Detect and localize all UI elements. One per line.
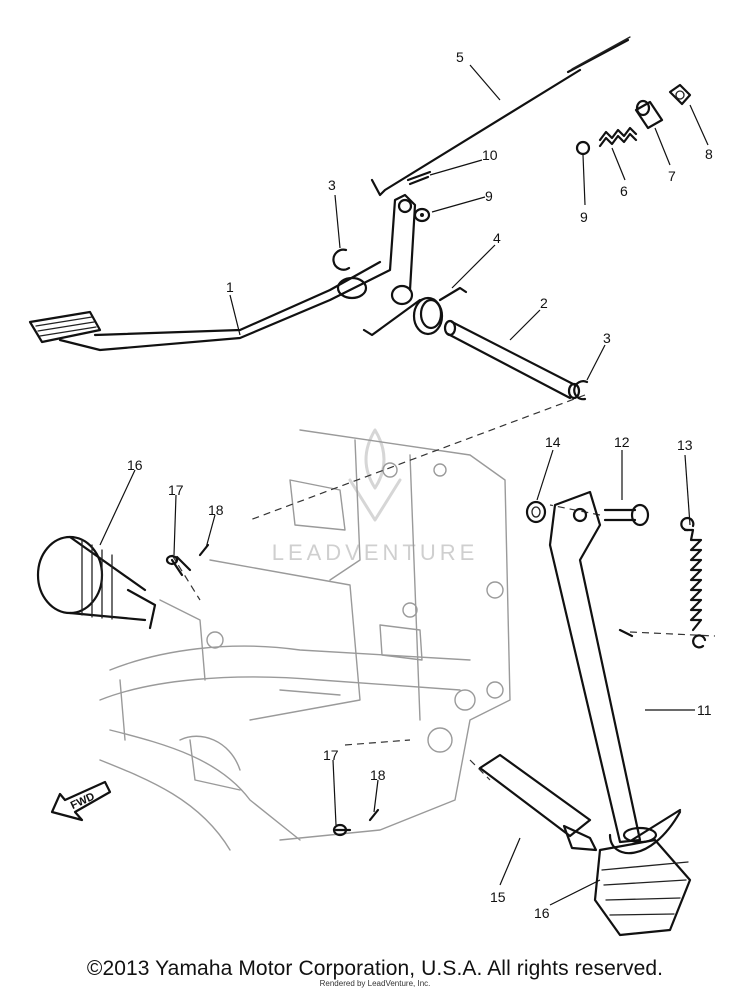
part-label-12: 12 [614,434,630,450]
assembly-lines [171,394,716,781]
part-label-18-left: 18 [208,502,224,518]
cotter-pin-rod [406,170,432,186]
part-label-17-left: 17 [168,482,184,498]
part-label-7: 7 [668,168,676,184]
forward-arrow: FWD [50,780,112,822]
circlip-upper [332,248,351,271]
leadventure-watermark: LEADVENTURE [272,428,479,565]
rod-spring [598,126,638,148]
stand-spring [680,516,707,649]
part-label-8: 8 [705,146,713,162]
footrest-rubber-right [593,838,692,937]
part-label-10: 10 [482,147,498,163]
stand-collar [525,500,547,524]
part-label-6: 6 [620,183,628,199]
part-labels: 1 2 3 3 4 5 6 7 8 9 9 10 11 12 13 14 15 … [127,49,713,921]
footrest-rubber-left [36,535,157,630]
clevis-pin-right [332,823,352,837]
part-label-16-right: 16 [534,905,550,921]
cotter-pin-right [368,808,380,822]
part-label-17-right: 17 [323,747,339,763]
part-label-5: 5 [456,49,464,65]
washer-rod [575,140,591,156]
part-label-18-right: 18 [370,767,386,783]
trunnion [634,99,664,130]
adjusting-nut [668,83,692,106]
washer-upper [413,207,431,223]
part-label-13: 13 [677,437,693,453]
part-label-3-upper: 3 [328,177,336,193]
footrest-bar [478,753,598,852]
circlip-lower [573,380,589,401]
part-label-11: 11 [697,702,712,718]
side-stand [548,490,682,855]
copyright-notice: ©2013 Yamaha Motor Corporation, U.S.A. A… [86,957,664,980]
part-label-14: 14 [545,434,561,450]
pivot-shaft [443,319,581,400]
return-spring [362,286,468,337]
brake-rod [370,36,631,197]
stand-bolt [603,503,650,527]
brake-pedal [28,193,417,352]
part-label-1: 1 [226,279,234,295]
part-label-3-lower: 3 [603,330,611,346]
leader-lines [99,64,709,906]
part-label-16-left: 16 [127,457,143,473]
part-label-9-rod: 9 [580,209,588,225]
part-label-2: 2 [540,295,548,311]
part-label-4: 4 [493,230,501,246]
watermark-text: LEADVENTURE [272,540,479,565]
rendered-by-notice: Rendered by LeadVenture, Inc. [319,979,431,988]
clevis-pin-left [165,554,192,577]
part-label-9-upper: 9 [485,188,493,204]
part-label-15: 15 [490,889,506,905]
frame-outline [99,429,511,851]
